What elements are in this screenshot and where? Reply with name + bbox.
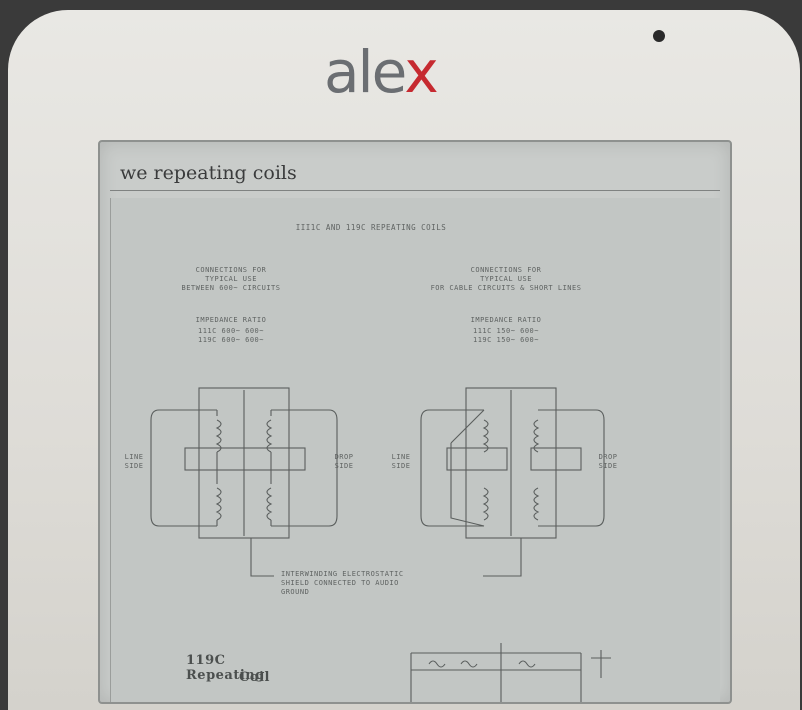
- right-shield-lead: [483, 538, 522, 577]
- right-primary-coil: [482, 419, 489, 521]
- left-caption-1: CONNECTIONS FOR: [195, 266, 267, 274]
- left-line-bracket: [150, 409, 160, 527]
- left-ratio-2: 119C 600~ 600~: [197, 336, 264, 344]
- right-crossover: [450, 409, 485, 527]
- left-impedance-label: IMPEDANCE RATIO: [195, 316, 267, 324]
- logo-text: ale: [324, 38, 406, 106]
- left-primary-coil: [215, 419, 222, 521]
- left-secondary-coil: [266, 419, 273, 521]
- left-caption-3: BETWEEN 600~ CIRCUITS: [181, 284, 281, 292]
- right-line-side-1: LINE: [391, 453, 411, 461]
- right-impedance-label: IMPEDANCE RATIO: [470, 316, 542, 324]
- eink-screen[interactable]: we repeating coils III1C AND 119C REPEAT…: [98, 140, 732, 704]
- left-shield-lead: [250, 538, 274, 577]
- brand-logo: alex: [324, 38, 439, 106]
- wiring-diagram: [150, 387, 611, 702]
- logo-accent: x: [404, 38, 438, 106]
- right-caption-1: CONNECTIONS FOR: [470, 266, 542, 274]
- right-line-bracket: [420, 409, 430, 527]
- diagram-heading: III1C AND 119C REPEATING COILS: [295, 223, 447, 232]
- shield-note-2: SHIELD CONNECTED TO AUDIO: [281, 579, 399, 587]
- title-divider: [110, 190, 720, 191]
- shield-note-3: GROUND: [281, 588, 310, 596]
- shield-note-1: INTERWINDING ELECTROSTATIC: [281, 570, 404, 578]
- right-ratio-2: 119C 150~ 600~: [472, 336, 539, 344]
- left-coil-frame: [198, 387, 290, 539]
- right-secondary-coil: [533, 419, 540, 521]
- camera-icon: [653, 30, 665, 42]
- left-jumper: [184, 447, 306, 471]
- left-line-side-2: SIDE: [124, 462, 144, 470]
- right-ratio-1: 111C 150~ 600~: [472, 327, 539, 335]
- right-coil-frame: [465, 387, 557, 539]
- bottom-coil-diagram: [410, 643, 582, 702]
- left-drop-side-2: SIDE: [334, 462, 354, 470]
- scanned-page[interactable]: III1C AND 119C REPEATING COILS CONNECTIO…: [110, 198, 720, 702]
- right-drop-side-2: SIDE: [598, 462, 618, 470]
- right-drop-bracket: [595, 409, 605, 527]
- ereader-device: alex we repeating coils III1C AND 119C R…: [8, 10, 800, 710]
- left-drop-bracket: [328, 409, 338, 527]
- right-drop-side-1: DROP: [598, 453, 618, 461]
- document-title: we repeating coils: [120, 162, 297, 184]
- right-line-side-2: SIDE: [391, 462, 411, 470]
- left-caption-2: TYPICAL USE: [205, 275, 257, 283]
- right-caption-2: TYPICAL USE: [480, 275, 532, 283]
- left-line-side-1: LINE: [124, 453, 144, 461]
- left-drop-side-1: DROP: [334, 453, 354, 461]
- left-ratio-1: 111C 600~ 600~: [197, 327, 264, 335]
- right-caption-3: FOR CABLE CIRCUITS & SHORT LINES: [430, 284, 582, 292]
